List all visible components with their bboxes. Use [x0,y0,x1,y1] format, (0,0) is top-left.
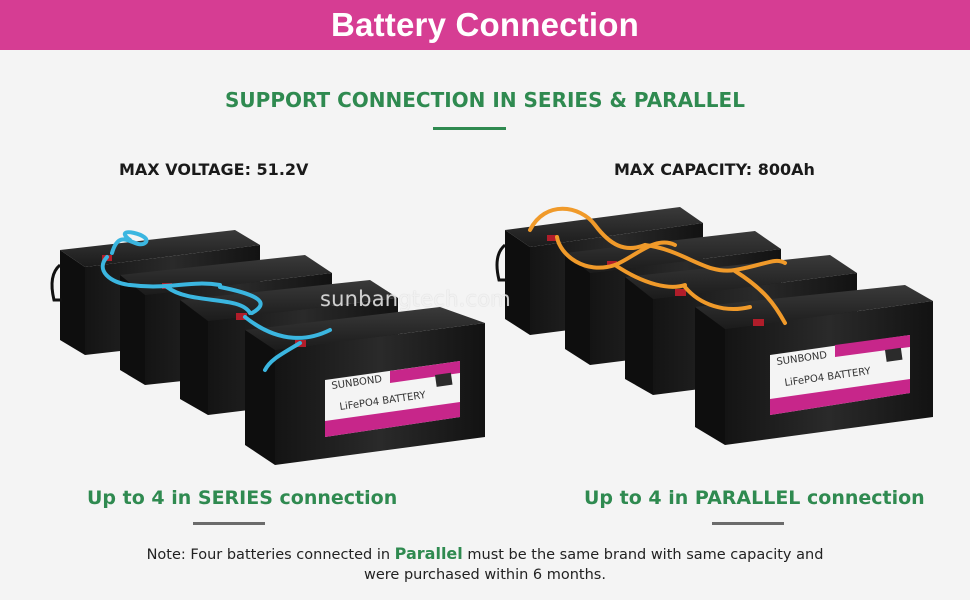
battery-unit: SUNBOND LiFePO4 BATTERY [695,285,933,445]
note-text-before: Note: Four batteries connected in [146,547,395,563]
section-subtitle: SUPPORT CONNECTION IN SERIES & PARALLEL [225,88,745,112]
page-title: Battery Connection [331,6,639,43]
series-battery-illustration: SUNBOND LiFePO4 BATTERY [50,230,485,465]
battery-accent-band [390,361,460,383]
note-text-after: must be the same brand with same capacit… [462,547,824,563]
series-cable [100,230,332,372]
parallel-cable [528,206,787,325]
parallel-caption-underline [712,522,784,525]
watermark: sunbangtech.com [320,287,511,311]
battery-unit: SUNBOND LiFePO4 BATTERY [245,307,485,465]
subtitle-underline [433,127,506,130]
parallel-max-capacity-label: MAX CAPACITY: 800Ah [614,160,815,179]
note-highlight: Parallel [394,544,463,563]
battery-accent-band [835,335,910,357]
note-text-line2: were purchased within 6 months. [364,567,606,583]
parallel-caption: Up to 4 in PARALLEL connection [584,487,925,509]
parallel-battery-illustration: SUNBOND LiFePO4 BATTERY [495,206,933,445]
series-max-voltage-label: MAX VOLTAGE: 51.2V [119,160,309,179]
note-text: Note: Four batteries connected in Parall… [0,544,970,585]
title-banner: Battery Connection [0,0,970,50]
series-caption: Up to 4 in SERIES connection [87,487,398,509]
series-caption-underline [193,522,265,525]
